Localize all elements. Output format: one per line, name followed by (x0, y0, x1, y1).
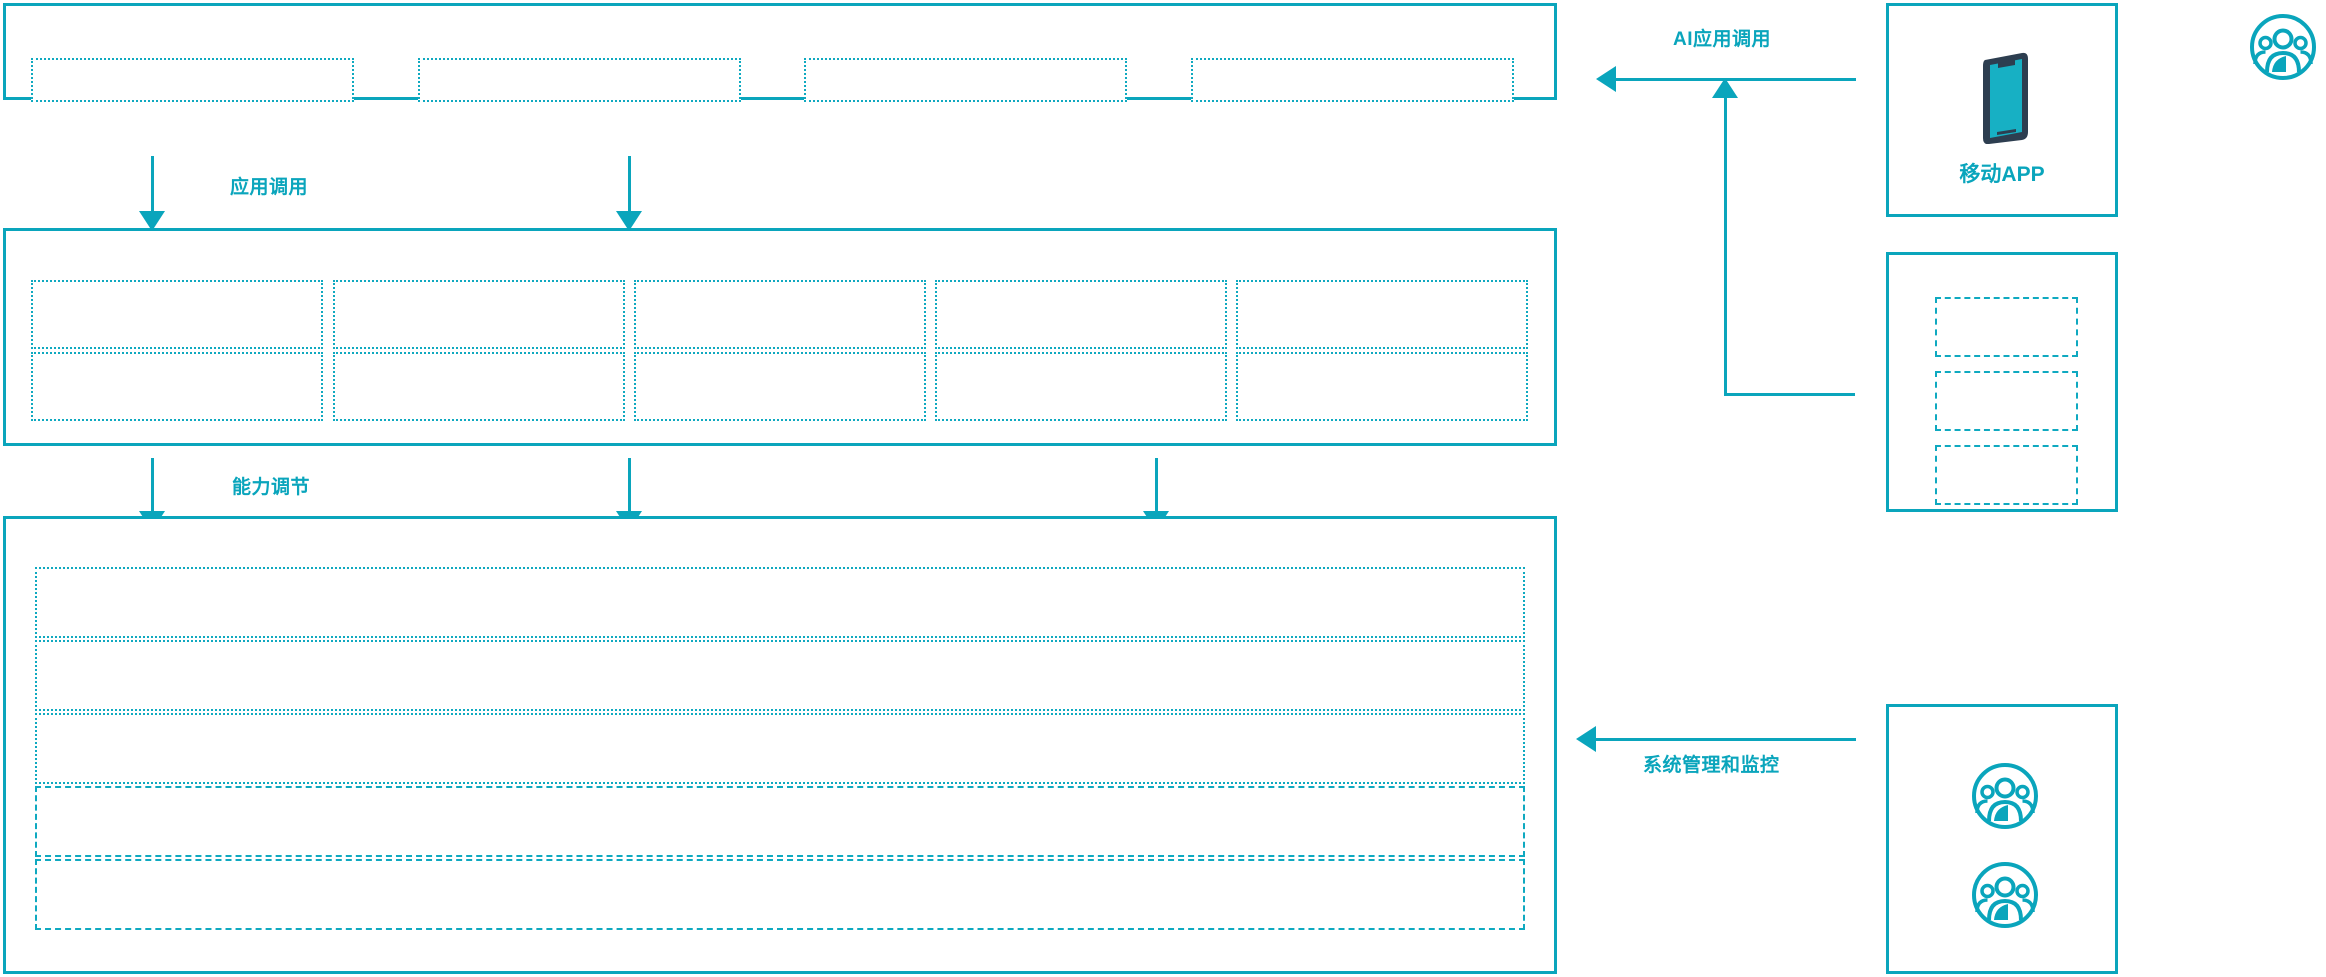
capability-call-line-2 (628, 458, 631, 514)
channel-box-3[interactable] (1935, 445, 2078, 505)
platform-bar-5[interactable] (35, 859, 1525, 930)
mobile-app-card-label: 移动APP (1959, 163, 2045, 186)
mobile-app-card[interactable]: 移动APP (1886, 3, 2118, 217)
capability-box-r1c4[interactable] (935, 280, 1227, 349)
channel-card[interactable] (1886, 252, 2118, 512)
channel-box-2[interactable] (1935, 371, 2078, 431)
capability-call-line-3 (1155, 458, 1158, 514)
app-call-arrowhead-left (139, 211, 165, 231)
operator-card[interactable] (1886, 704, 2118, 974)
platform-bar-1[interactable] (35, 567, 1525, 638)
capability-call-line-1 (151, 458, 154, 514)
ai-app-call-label: AI应用调用 (1673, 29, 1772, 50)
capability-box-r1c5[interactable] (1236, 280, 1528, 349)
ai-app-call-riser-foot (1724, 393, 1855, 396)
user-group-icon-2[interactable] (1970, 860, 2040, 930)
ai-app-call-arrowhead (1596, 66, 1616, 92)
application-box-4[interactable] (1191, 58, 1514, 102)
ai-app-call-riser (1724, 97, 1727, 396)
smartphone-icon (1960, 44, 2050, 144)
system-admin-line (1596, 738, 1856, 741)
platform-bar-4[interactable] (35, 786, 1525, 857)
application-box-3[interactable] (804, 58, 1127, 102)
end-user-icon[interactable] (2248, 12, 2318, 82)
capability-box-r1c3[interactable] (634, 280, 926, 349)
app-call-line-left (151, 156, 154, 214)
app-call-line-right (628, 156, 631, 214)
user-group-icon-1[interactable] (1970, 761, 2040, 831)
capability-box-r1c1[interactable] (31, 280, 323, 349)
platform-bar-2[interactable] (35, 640, 1525, 711)
capability-box-r2c3[interactable] (634, 352, 926, 421)
system-admin-arrowhead (1576, 726, 1596, 752)
application-box-1[interactable] (31, 58, 354, 102)
system-admin-label: 系统管理和监控 (1643, 755, 1780, 776)
app-call-label: 应用调用 (230, 177, 309, 198)
application-box-2[interactable] (418, 58, 741, 102)
capability-box-r2c1[interactable] (31, 352, 323, 421)
capability-box-r1c2[interactable] (333, 280, 625, 349)
channel-box-1[interactable] (1935, 297, 2078, 357)
capability-box-r2c2[interactable] (333, 352, 625, 421)
platform-bar-3[interactable] (35, 713, 1525, 784)
capability-call-label: 能力调节 (232, 477, 311, 498)
capability-box-r2c5[interactable] (1236, 352, 1528, 421)
ai-app-call-riser-arrowhead (1712, 78, 1738, 98)
capability-box-r2c4[interactable] (935, 352, 1227, 421)
app-call-arrowhead-right (616, 211, 642, 231)
